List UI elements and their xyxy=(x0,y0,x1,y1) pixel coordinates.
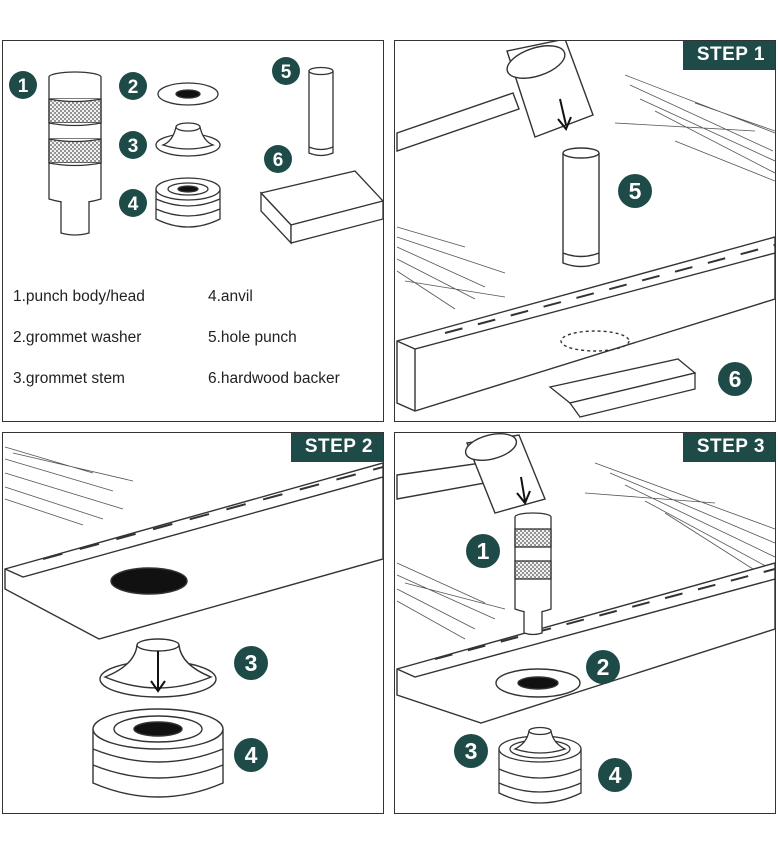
texture-lines xyxy=(4,446,134,526)
svg-text:4: 4 xyxy=(609,762,622,788)
grommet-stem-illustration xyxy=(99,638,217,698)
step3-badge-1: 1 xyxy=(466,534,500,568)
legend-grommet-stem: 3.grommet stem xyxy=(13,370,125,387)
part-badge-2: 2 xyxy=(119,72,147,100)
svg-text:3: 3 xyxy=(465,738,478,764)
svg-text:5: 5 xyxy=(281,62,292,83)
legend-hole-punch: 5.hole punch xyxy=(208,329,297,346)
part-badge-1: 1 xyxy=(9,71,37,99)
tarp-illustration xyxy=(396,562,775,724)
texture-lines xyxy=(396,462,775,640)
part-badge-3: 3 xyxy=(119,131,147,159)
svg-text:4: 4 xyxy=(128,194,139,215)
step1-badge-5: 5 xyxy=(618,174,652,208)
step1-title: STEP 1 xyxy=(682,41,775,70)
step2-title: STEP 2 xyxy=(290,433,383,462)
grommet-washer-illustration xyxy=(157,82,219,106)
svg-text:2: 2 xyxy=(597,654,610,680)
anvil-illustration xyxy=(155,177,221,228)
anvil-illustration xyxy=(92,708,224,798)
legend-anvil: 4.anvil xyxy=(208,288,253,305)
hole-punch-illustration xyxy=(308,66,334,157)
step3-badge-2: 2 xyxy=(586,650,620,684)
grommet-stem-illustration xyxy=(509,726,571,759)
step2-badge-3: 3 xyxy=(234,646,268,680)
svg-text:1: 1 xyxy=(18,76,29,97)
svg-text:3: 3 xyxy=(128,136,139,157)
grommet-washer-illustration xyxy=(495,668,581,698)
hole-punch-illustration xyxy=(562,147,600,268)
texture-lines xyxy=(396,74,775,310)
step3-title: STEP 3 xyxy=(682,433,775,462)
step3-badge-3: 3 xyxy=(454,734,488,768)
hammer-illustration xyxy=(396,433,546,514)
step3-panel: 1 2 3 4 STEP 3 xyxy=(394,432,776,814)
svg-text:1: 1 xyxy=(477,538,490,564)
step2-badge-4: 4 xyxy=(234,738,268,772)
step2-panel: 3 4 STEP 2 xyxy=(2,432,384,814)
step1-panel: 5 6 STEP 1 xyxy=(394,40,776,422)
svg-text:5: 5 xyxy=(629,178,642,204)
step1-badge-6: 6 xyxy=(718,362,752,396)
grommet-stem-illustration xyxy=(155,122,221,157)
step3-badge-4: 4 xyxy=(598,758,632,792)
svg-text:2: 2 xyxy=(128,77,139,98)
legend-hardwood-backer: 6.hardwood backer xyxy=(208,370,340,387)
legend-grommet-washer: 2.grommet washer xyxy=(13,329,142,346)
tarp-illustration xyxy=(4,462,383,640)
tarp-illustration xyxy=(396,236,775,412)
svg-text:6: 6 xyxy=(729,366,742,392)
legend-punch-body: 1.punch body/head xyxy=(13,288,145,305)
punch-body-illustration xyxy=(48,71,102,236)
punch-body-illustration xyxy=(514,512,552,636)
part-badge-5: 5 xyxy=(272,57,300,85)
svg-text:4: 4 xyxy=(245,742,258,768)
hardwood-backer-illustration xyxy=(259,170,383,245)
hardwood-backer-illustration xyxy=(548,358,697,418)
part-badge-4: 4 xyxy=(119,189,147,217)
parts-panel: 1 2 3 4 xyxy=(2,40,384,422)
svg-text:3: 3 xyxy=(245,650,258,676)
part-badge-6: 6 xyxy=(264,145,292,173)
hammer-illustration xyxy=(396,41,594,152)
svg-text:6: 6 xyxy=(273,150,284,171)
